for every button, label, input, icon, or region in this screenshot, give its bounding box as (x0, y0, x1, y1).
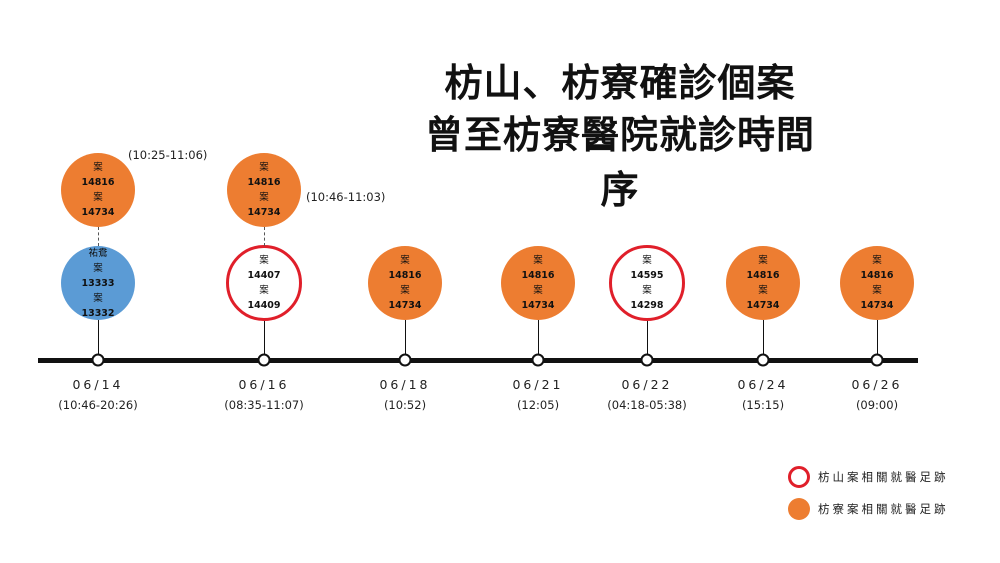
legend-label: 枋寮案相關就醫足跡 (818, 502, 949, 516)
case-text: 祐鴦 (88, 247, 108, 259)
dashed-connector (264, 227, 265, 246)
connector-line (647, 320, 648, 360)
visit-time-note: (10:46-11:03) (306, 190, 386, 204)
legend-item-fangshan: 枋山案相關就醫足跡 (788, 466, 949, 488)
timeline-node-icon (870, 353, 884, 367)
case-text: 14816 (521, 270, 555, 281)
timeline-node-icon (531, 353, 545, 367)
case-text: 14734 (746, 300, 780, 311)
case-text: 13332 (81, 307, 115, 319)
time-range-text: (12:05) (516, 398, 560, 412)
date-text: 06/21 (512, 377, 564, 392)
legend-item-fangliao: 枋寮案相關就醫足跡 (788, 498, 949, 520)
case-text: 案 (93, 262, 103, 274)
case-text: 14816 (81, 177, 115, 188)
case-text: 14816 (247, 177, 281, 188)
case-text: 案 (872, 255, 882, 266)
timeline-node-icon (756, 353, 770, 367)
connector-line (405, 320, 406, 360)
case-text: 14734 (860, 300, 894, 311)
case-text: 13333 (81, 277, 115, 289)
timeline-node-icon (91, 353, 105, 367)
timeline-node-icon (640, 353, 654, 367)
case-text: 14409 (247, 300, 281, 311)
date-text: 06/14 (72, 377, 124, 392)
orange-circle-marker-icon (788, 498, 810, 520)
case-text: 14595 (630, 270, 664, 281)
case-text: 14407 (247, 270, 281, 281)
case-text: 案 (259, 192, 269, 203)
time-range-text: (10:52) (383, 398, 427, 412)
date-label: 06/14 (10:46-20:26) (58, 377, 137, 412)
time-range-text: (10:46-20:26) (58, 398, 138, 412)
case-bubble: 案 14816 案 14734 (840, 246, 914, 320)
case-text: 14734 (388, 300, 422, 311)
red-ring-marker-icon (788, 466, 810, 488)
case-bubble: 案 14816 案 14734 (726, 246, 800, 320)
date-label: 06/24 (15:15) (737, 377, 788, 412)
case-text: 案 (259, 285, 269, 296)
connector-line (98, 320, 99, 360)
case-text: 案 (93, 162, 103, 173)
case-bubble: 祐鴦案 13333 案 13332 (61, 246, 135, 320)
case-bubble: 案 14816 案 14734 (501, 246, 575, 320)
connector-line (264, 320, 265, 360)
case-text: 案 (758, 255, 768, 266)
case-text: 14816 (388, 270, 422, 281)
time-range-text: (15:15) (741, 398, 785, 412)
timeline-axis (38, 358, 918, 363)
case-text: 案 (93, 292, 103, 304)
case-text: 案 (642, 285, 652, 296)
date-label: 06/26 (09:00) (851, 377, 902, 412)
time-range-text: (04:18-05:38) (607, 398, 687, 412)
date-label: 06/21 (12:05) (512, 377, 563, 412)
case-bubble: 案 14407 案 14409 (226, 245, 302, 321)
case-text: 案 (758, 285, 768, 296)
title-line-2: 曾至枋寮醫院就診時間序 (424, 113, 815, 212)
case-text: 案 (533, 255, 543, 266)
case-text: 案 (642, 255, 652, 266)
case-bubble: 案 14816 案 14734 (61, 153, 135, 227)
date-text: 06/26 (851, 377, 903, 392)
case-text: 案 (872, 285, 882, 296)
case-bubble: 案 14816 案 14734 (368, 246, 442, 320)
case-text: 14816 (860, 270, 894, 281)
date-text: 06/18 (379, 377, 431, 392)
case-text: 案 (259, 255, 269, 266)
case-text: 14298 (630, 300, 664, 311)
timeline-node-icon (257, 353, 271, 367)
visit-time-note: (10:25-11:06) (128, 148, 208, 162)
date-text: 06/22 (621, 377, 673, 392)
time-range-text: (08:35-11:07) (224, 398, 304, 412)
case-bubble: 案 14595 案 14298 (609, 245, 685, 321)
case-text: 案 (400, 285, 410, 296)
connector-line (538, 320, 539, 360)
dashed-connector (98, 227, 99, 246)
time-range-text: (09:00) (855, 398, 899, 412)
date-text: 06/16 (238, 377, 290, 392)
date-text: 06/24 (737, 377, 789, 392)
case-text: 14734 (247, 207, 281, 218)
case-bubble: 案 14816 案 14734 (227, 153, 301, 227)
timeline-node-icon (398, 353, 412, 367)
date-label: 06/16 (08:35-11:07) (224, 377, 303, 412)
connector-line (763, 320, 764, 360)
case-text: 案 (93, 192, 103, 203)
title-line-1: 枋山、枋寮確診個案 (444, 61, 796, 105)
legend-label: 枋山案相關就醫足跡 (818, 470, 949, 484)
case-text: 14734 (521, 300, 555, 311)
date-label: 06/22 (04:18-05:38) (607, 377, 686, 412)
case-text: 案 (533, 285, 543, 296)
date-label: 06/18 (10:52) (379, 377, 430, 412)
case-text: 14734 (81, 207, 115, 218)
connector-line (877, 320, 878, 360)
case-text: 案 (259, 162, 269, 173)
case-text: 案 (400, 255, 410, 266)
case-text: 14816 (746, 270, 780, 281)
